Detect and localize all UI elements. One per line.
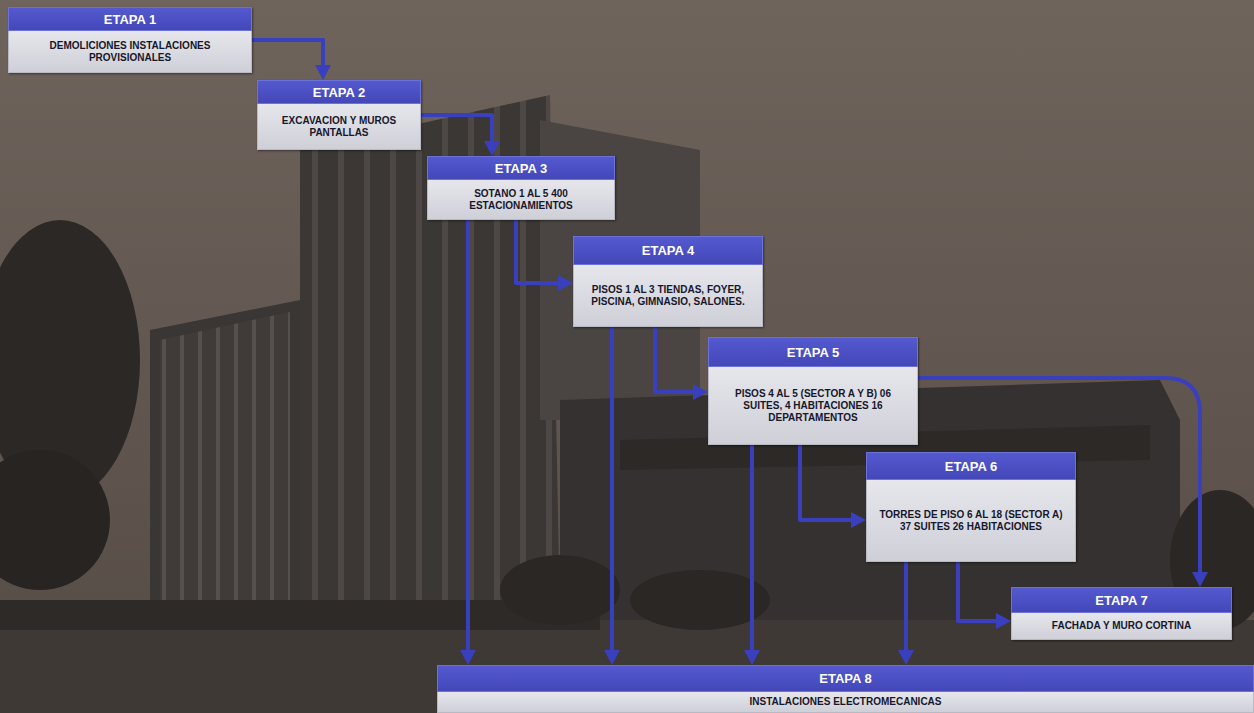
arrow-line [800, 445, 854, 520]
arrow-head [744, 650, 760, 665]
stage-box: ETAPA 3SOTANO 1 AL 5 400 ESTACIONAMIENTO… [427, 156, 615, 220]
flow-arrow [744, 445, 760, 665]
tree [630, 570, 770, 630]
stage-description: PISOS 4 AL 5 (SECTOR A Y B) 06 SUITES, 4… [708, 367, 918, 445]
stage-box: ETAPA 2EXCAVACION Y MUROS PANTALLAS [257, 80, 421, 150]
arrow-line [466, 220, 470, 653]
stage-description: INSTALACIONES ELECTROMECANICAS [437, 692, 1254, 713]
arrow-head [693, 384, 708, 400]
arrow-line [655, 327, 696, 392]
arrow-head [460, 650, 476, 665]
stage-description: DEMOLICIONES INSTALACIONES PROVISIONALES [8, 31, 252, 73]
stage-box: ETAPA 8INSTALACIONES ELECTROMECANICAS [437, 665, 1254, 713]
flow-arrow [898, 562, 914, 665]
stage-description: TORRES DE PISO 6 AL 18 (SECTOR A) 37 SUI… [866, 480, 1076, 562]
stage-heading: ETAPA 8 [437, 665, 1254, 692]
stage-heading: ETAPA 2 [257, 80, 421, 104]
flow-arrow [604, 327, 620, 665]
tree [500, 555, 620, 625]
flow-arrow [958, 562, 1011, 629]
arrow-head [996, 613, 1011, 629]
tree [0, 450, 110, 590]
stage-box: ETAPA 4PISOS 1 AL 3 TIENDAS, FOYER, PISC… [573, 236, 763, 327]
stage-heading: ETAPA 5 [708, 337, 918, 367]
stage-description: PISOS 1 AL 3 TIENDAS, FOYER, PISCINA, GI… [573, 265, 763, 327]
arrow-line [750, 445, 754, 653]
arrow-head [604, 650, 620, 665]
flow-arrow [800, 445, 866, 528]
flow-arrow [252, 40, 331, 80]
arrow-line [516, 220, 561, 283]
arrow-head [1192, 572, 1208, 587]
stage-box: ETAPA 1DEMOLICIONES INSTALACIONES PROVIS… [8, 7, 252, 73]
stage-box: ETAPA 7FACHADA Y MURO CORTINA [1011, 587, 1232, 640]
flow-arrow [421, 115, 500, 156]
building-facade [160, 312, 290, 610]
arrow-line [610, 327, 614, 653]
stage-heading: ETAPA 3 [427, 156, 615, 180]
stage-heading: ETAPA 6 [866, 452, 1076, 480]
arrow-head [851, 512, 866, 528]
stage-box: ETAPA 5PISOS 4 AL 5 (SECTOR A Y B) 06 SU… [708, 337, 918, 445]
stage-description: FACHADA Y MURO CORTINA [1011, 613, 1232, 640]
stage-box: ETAPA 6TORRES DE PISO 6 AL 18 (SECTOR A)… [866, 452, 1076, 562]
arrow-line [252, 40, 323, 68]
flow-arrow [516, 220, 573, 291]
building-wing [150, 300, 300, 620]
stage-heading: ETAPA 4 [573, 236, 763, 265]
stage-heading: ETAPA 7 [1011, 587, 1232, 613]
flow-arrow [655, 327, 708, 400]
stage-description: EXCAVACION Y MUROS PANTALLAS [257, 104, 421, 150]
arrow-line [958, 562, 999, 621]
arrow-head [484, 141, 500, 156]
stage-description: SOTANO 1 AL 5 400 ESTACIONAMIENTOS [427, 180, 615, 220]
arrow-head [315, 65, 331, 80]
arrow-line [904, 562, 908, 653]
arrow-head [558, 275, 573, 291]
arrow-line [421, 115, 492, 144]
arrow-head [898, 650, 914, 665]
stage-heading: ETAPA 1 [8, 7, 252, 31]
flow-arrow [460, 220, 476, 665]
